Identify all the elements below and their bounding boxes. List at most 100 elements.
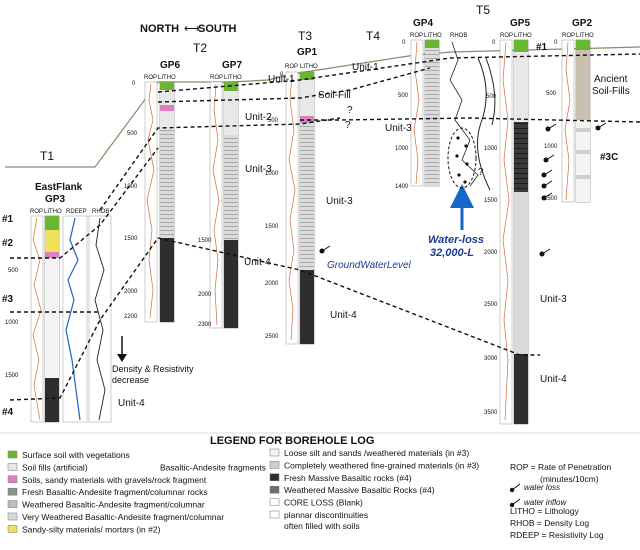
well-gp6: GP6 ROP LITHO 0 500 1000 1500 2000 2200: [124, 60, 180, 323]
col-header-litho: LITHO: [576, 33, 594, 39]
depth-tick: 500: [486, 94, 497, 100]
legend-item-mid-1: Completely weathered fine-grained materi…: [269, 460, 479, 470]
label-unit4-gp5: Unit-4: [540, 374, 567, 385]
legend-item-left-0: Surface soil with vegetations: [7, 450, 130, 460]
legend-label: Soils, sandy materials with gravels/rock…: [22, 475, 207, 485]
legend-rop-def: ROP = Rate of Penetration: [510, 462, 611, 472]
depth-tick: 2000: [198, 292, 212, 298]
legend-swatch: [269, 510, 280, 519]
col-header-rop: ROP: [30, 209, 43, 215]
depth-tick: 1000: [5, 320, 19, 326]
water-loss-dots: [455, 136, 469, 184]
label-unit3-gp4: Unit-3: [385, 123, 412, 134]
legend-swatch: [269, 461, 280, 469]
col-header-rop: ROP: [210, 75, 223, 81]
legend-item-left-4: Weathered Basaltic-Andesite fragment/col…: [7, 500, 205, 510]
well-gp2: GP2 ROP LITHO 0 500 1000 1500: [544, 18, 594, 203]
col-header-litho: LITHO: [158, 75, 176, 81]
label-ancient: Ancient: [594, 74, 628, 85]
col-header-rop: ROP: [285, 64, 298, 70]
legend-rhob-def: RHOB = Density Log: [510, 518, 589, 528]
well-name: GP2: [572, 18, 592, 29]
depth-tick: 2500: [484, 302, 498, 308]
legend-label-secondary: often filled with soils: [284, 521, 360, 531]
legend-swatch: [7, 525, 18, 533]
depth-tick: 1000: [484, 146, 498, 152]
col-header-rop: ROP: [410, 33, 423, 39]
well-gp5: GP5 ROP LITHO 0 500 1000 1500 2000 2500 …: [484, 18, 532, 425]
col-header-rop: ROP: [144, 75, 157, 81]
label-unit1-left: Unit-1: [268, 74, 295, 85]
legend-item-mid-4: CORE LOSS (Blank): [269, 498, 363, 508]
label-q1: ?: [347, 105, 353, 116]
well-gp4: GP4 ROP LITHO RHOB 0 500 1000 1400: [395, 18, 479, 190]
depth-tick: 1500: [484, 198, 498, 204]
depth-tick: 0: [492, 40, 496, 46]
legend-swatch: [269, 448, 280, 457]
label-soil-fill: Soil-Fill: [318, 90, 351, 101]
legend-swatch: [7, 512, 18, 521]
label-unit4-gp6: Unit-4: [244, 257, 271, 268]
legend-label: Fresh Massive Basaltic rocks (#4): [284, 473, 412, 483]
legend-water-loss-label: water loss: [524, 483, 560, 492]
legend-litho-def: LITHO = Lithology: [510, 506, 579, 516]
terrace-t3: T3: [298, 29, 312, 43]
label-unit4-gp3: Unit-4: [118, 398, 145, 409]
well-name-line2: GP3: [45, 194, 65, 205]
legend-label: Weathered Basaltic-Andesite fragment/col…: [22, 500, 205, 510]
depth-tick: 500: [398, 93, 409, 99]
terrace-t2: T2: [193, 41, 207, 55]
label-unit1-right: Unit-1: [352, 62, 379, 73]
depth-tick: 1000: [395, 146, 409, 152]
water-inflow-markers: [319, 122, 607, 257]
legend-label: plannar discontinuities: [284, 510, 368, 520]
col-header-rop: ROP: [500, 33, 513, 39]
label-zone1-gp3: #1: [2, 214, 14, 225]
down-arrowhead-icon: [117, 354, 127, 362]
depth-tick: 0: [280, 72, 284, 78]
label-zone3-gp3: #3: [2, 294, 14, 305]
depth-tick: 500: [268, 118, 279, 124]
terrace-t1: T1: [40, 149, 54, 163]
legend-label: Sandy-silty materials/ mortars (in #2): [22, 524, 161, 534]
label-zone2-gp3: #2: [2, 238, 14, 249]
depth-tick: 1000: [124, 184, 138, 190]
rhob-log: [449, 41, 479, 187]
depth-tick: 1500: [5, 373, 19, 379]
legend-swatch: [7, 463, 18, 471]
legend-item-left-2: Soils, sandy materials with gravels/rock…: [7, 475, 207, 485]
legend-item-left-5: Very Weathered Basaltic-Andesite fragmen…: [7, 512, 224, 522]
legend-label: CORE LOSS (Blank): [284, 498, 363, 508]
legend-label: Completely weathered fine-grained materi…: [284, 460, 479, 470]
label-decrease: decrease: [112, 375, 149, 385]
depth-tick: 1000: [265, 171, 279, 177]
depth-tick: 1500: [544, 196, 558, 202]
col-header-litho: LITHO: [224, 75, 242, 81]
depth-tick: 2000: [124, 289, 138, 295]
well-name: GP7: [222, 60, 242, 71]
depth-tick: 0: [132, 81, 136, 87]
legend-swatch: [7, 500, 18, 508]
well-gp1: GP1 ROP LITHO 0 500 1000 1500 2000 2500: [265, 47, 318, 345]
well-name: GP4: [413, 18, 433, 29]
direction-arrow-icon: ⟷: [184, 23, 200, 35]
depth-tick: 1500: [198, 238, 212, 244]
legend-swatch: [269, 473, 280, 482]
legend-rop-units: (minutes/10cm): [540, 474, 599, 484]
legend-item-mid-2: Fresh Massive Basaltic rocks (#4): [269, 473, 412, 483]
legend-swatch: [7, 475, 18, 484]
depth-tick: 1500: [124, 236, 138, 242]
col-header-litho: LITHO: [424, 33, 442, 39]
well-name: GP1: [297, 47, 317, 58]
depth-tick: 1000: [544, 144, 558, 150]
depth-tick: 0: [402, 40, 406, 46]
depth-tick: 3500: [484, 410, 498, 416]
label-unit3-gp5: Unit-3: [540, 294, 567, 305]
label-zone3c: #3C: [600, 152, 618, 163]
legend-title: LEGEND FOR BOREHOLE LOG: [210, 435, 374, 447]
label-soil-fills: Soil-Fills: [592, 86, 630, 97]
depth-tick: 2000: [265, 281, 279, 287]
depth-tick: 500: [127, 131, 138, 137]
